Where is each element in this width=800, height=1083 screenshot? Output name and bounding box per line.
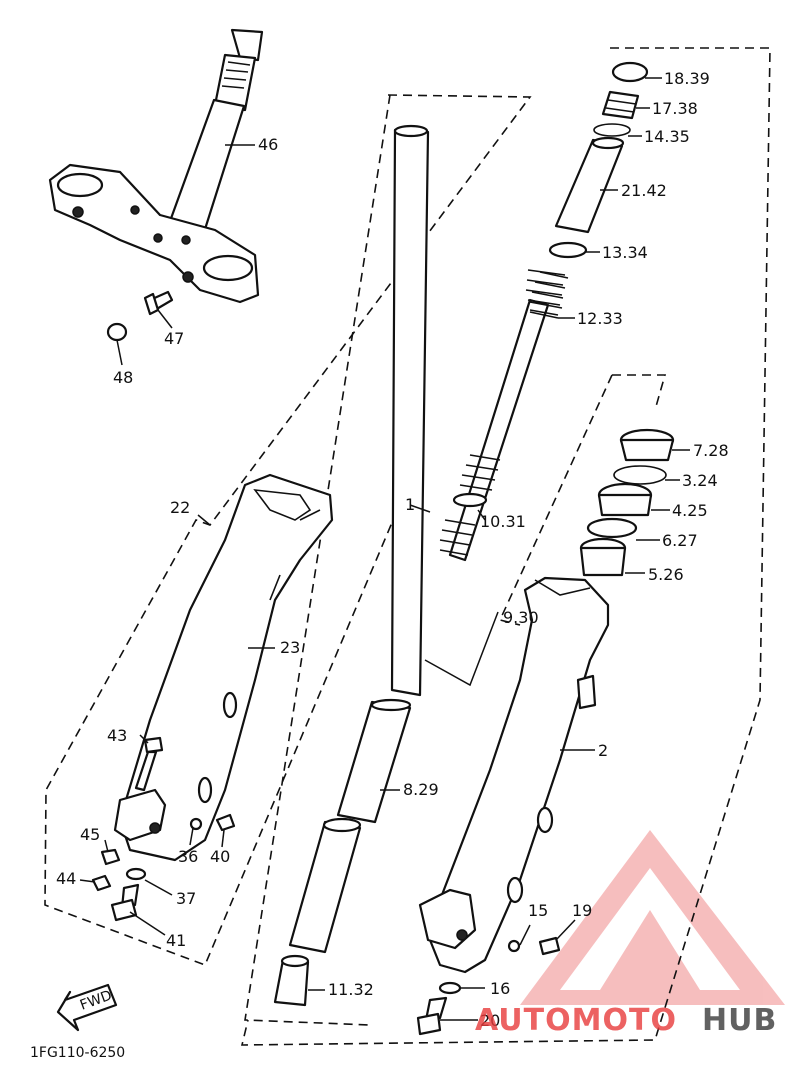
callout-10-31: 10.31 bbox=[480, 512, 526, 531]
cap-18 bbox=[611, 61, 649, 83]
cap-48 bbox=[106, 322, 128, 342]
guide-bushing-5 bbox=[579, 537, 627, 577]
bolt-19 bbox=[538, 936, 561, 956]
bolt-41 bbox=[110, 883, 140, 922]
callout-8-29: 8.29 bbox=[403, 780, 439, 799]
cap-bolt-17 bbox=[601, 90, 640, 120]
callout-12-33: 12.33 bbox=[577, 309, 623, 328]
right-outer-tube-2 bbox=[418, 576, 610, 974]
callout-2: 2 bbox=[598, 741, 608, 760]
callout-21-42: 21.42 bbox=[621, 181, 667, 200]
callout-37: 37 bbox=[176, 889, 196, 908]
fwd-arrow-icon: FWD bbox=[56, 983, 118, 1032]
dust-seal-7 bbox=[619, 428, 675, 462]
bolt-43 bbox=[134, 736, 164, 792]
callout-3-24: 3.24 bbox=[682, 471, 718, 490]
damper-tube bbox=[288, 817, 362, 954]
watermark-text-light: AUTOMOTO bbox=[475, 1003, 677, 1038]
callout-40: 40 bbox=[210, 847, 230, 866]
callout-6-27: 6.27 bbox=[662, 531, 698, 550]
damper-piece-9 bbox=[439, 519, 476, 556]
inner-tube-1 bbox=[390, 124, 430, 697]
inner-assembly-dashed-outline bbox=[244, 94, 391, 1026]
callout-45: 45 bbox=[80, 825, 100, 844]
oil-lock-piece-11 bbox=[273, 954, 310, 1007]
callout-labels: 46 47 48 22 23 43 45 36 40 44 37 41 1 10… bbox=[56, 69, 729, 1030]
callout-16: 16 bbox=[490, 979, 510, 998]
ring-10 bbox=[452, 492, 488, 508]
washer-16 bbox=[438, 981, 462, 995]
steering-stem-46 bbox=[48, 28, 264, 304]
nut-45 bbox=[100, 848, 121, 866]
o-ring-14 bbox=[593, 123, 631, 137]
callout-18-39: 18.39 bbox=[664, 69, 710, 88]
spacer-21 bbox=[554, 136, 625, 234]
washer-6 bbox=[586, 517, 638, 539]
washer-13 bbox=[548, 241, 588, 259]
oil-seal-4 bbox=[597, 482, 653, 517]
callout-4-25: 4.25 bbox=[672, 501, 708, 520]
spacer-8 bbox=[336, 698, 412, 824]
left-outer-tube-23 bbox=[113, 473, 334, 862]
callout-9-30: 9.30 bbox=[503, 608, 539, 627]
callout-36: 36 bbox=[178, 847, 198, 866]
left-fork-dashed-outline bbox=[44, 94, 532, 967]
callout-14-35: 14.35 bbox=[644, 127, 690, 146]
watermark-logo bbox=[520, 830, 785, 1005]
callout-47: 47 bbox=[164, 329, 184, 348]
washer-37 bbox=[125, 867, 147, 881]
watermark-text-dark: HUB bbox=[702, 1003, 777, 1038]
callout-7-28: 7.28 bbox=[693, 441, 729, 460]
nut-44 bbox=[91, 874, 112, 892]
callout-13-34: 13.34 bbox=[602, 243, 648, 262]
bolt-20 bbox=[416, 996, 448, 1036]
washer-15 bbox=[507, 939, 521, 953]
callout-17-38: 17.38 bbox=[652, 99, 698, 118]
callout-41: 41 bbox=[166, 931, 186, 950]
callout-46: 46 bbox=[258, 135, 278, 154]
leader-lines bbox=[79, 77, 690, 1021]
outer-tube-dashed-outline bbox=[498, 374, 667, 626]
clip-3 bbox=[613, 465, 667, 485]
callout-44: 44 bbox=[56, 869, 76, 888]
callout-1: 1 bbox=[405, 495, 415, 514]
callout-22: 22 bbox=[170, 498, 190, 517]
callout-5-26: 5.26 bbox=[648, 565, 684, 584]
diagram-code: 1FG110-6250 bbox=[30, 1045, 125, 1061]
screw-40 bbox=[215, 813, 236, 832]
callout-48: 48 bbox=[113, 368, 133, 387]
callout-23: 23 bbox=[280, 638, 300, 657]
spring-12 bbox=[529, 271, 569, 319]
callout-15: 15 bbox=[528, 901, 548, 920]
callout-43: 43 bbox=[107, 726, 127, 745]
callout-20: 20 bbox=[480, 1011, 500, 1030]
callout-19: 19 bbox=[572, 901, 592, 920]
washer-36 bbox=[189, 817, 203, 831]
watermark-text: AUTOMOTO HUB bbox=[475, 1003, 777, 1038]
callout-11-32: 11.32 bbox=[328, 980, 374, 999]
